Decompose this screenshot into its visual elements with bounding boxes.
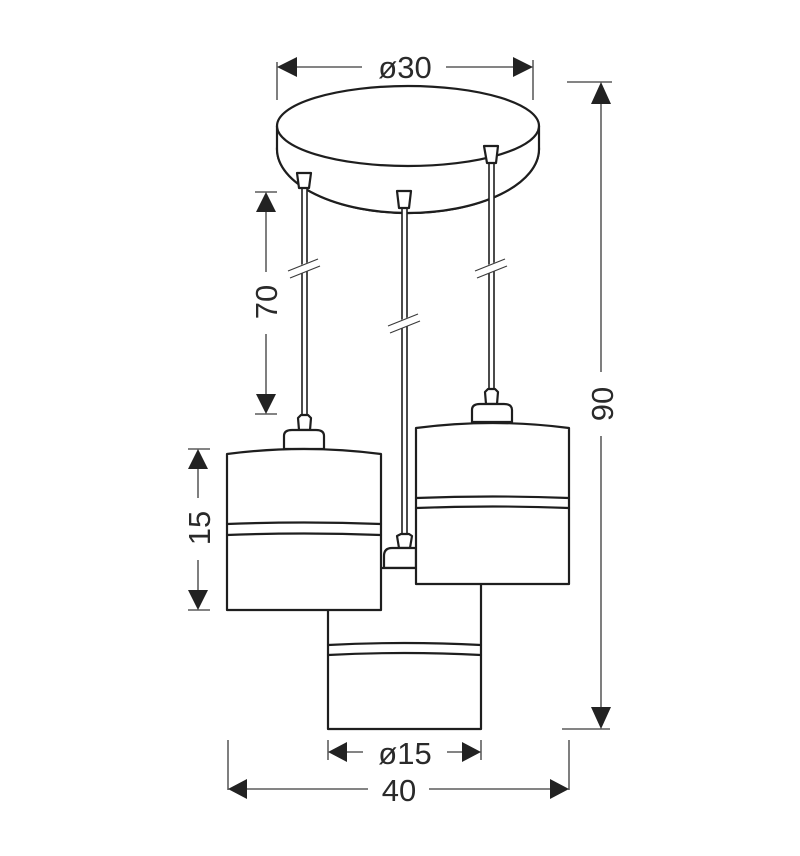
left-cable — [287, 171, 321, 420]
center-cable — [387, 189, 421, 548]
dimension-shade-height: 15 — [182, 448, 217, 611]
dimension-shade-diameter: ø15 — [327, 736, 482, 771]
center-cable-grip-top — [395, 189, 413, 210]
dimension-cable-length: 70 — [249, 191, 284, 415]
dimension-total-width: 40 — [227, 740, 570, 808]
left-pendant — [225, 413, 383, 612]
dimension-total-height: 90 — [562, 81, 620, 730]
cable-length-label: 70 — [249, 285, 284, 319]
shade-height-label: 15 — [182, 511, 217, 545]
right-cable-grip-top — [482, 144, 500, 165]
right-pendant — [414, 387, 571, 586]
shade-diameter-label: ø15 — [378, 736, 431, 771]
canopy-diameter-label: ø30 — [378, 50, 431, 85]
total-width-label: 40 — [382, 773, 416, 808]
total-height-label: 90 — [585, 387, 620, 421]
dimension-canopy-diameter: ø30 — [276, 50, 534, 100]
ceiling-canopy — [275, 62, 541, 215]
left-cable-grip-top — [295, 171, 313, 190]
right-cable — [474, 144, 508, 393]
